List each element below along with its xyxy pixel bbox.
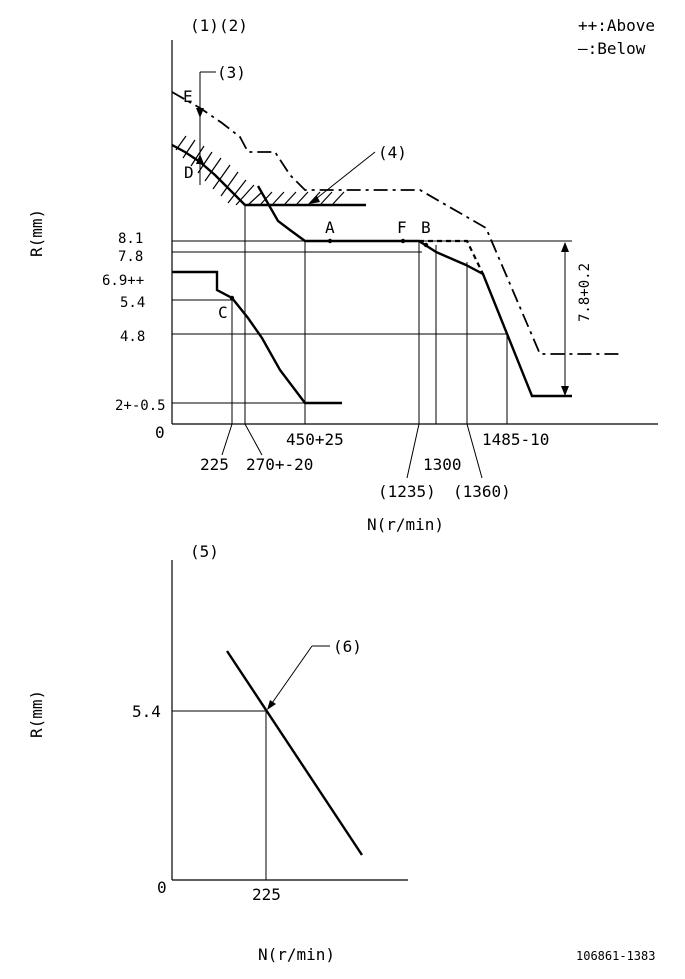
y-tick-6-9: 6.9++	[102, 273, 144, 289]
point-c-label: C	[218, 303, 228, 322]
bottom-characteristic-line	[225, 650, 364, 856]
x-tick-1360: (1360)	[453, 482, 511, 501]
point-b-label: B	[421, 218, 431, 237]
arrow-e-icon	[196, 108, 204, 118]
point-f-marker	[400, 238, 406, 244]
point-b-marker	[423, 242, 429, 248]
legend-above: ++:Above	[578, 16, 655, 35]
leader-225	[221, 423, 233, 456]
leader-270	[244, 423, 263, 456]
x-tick-1235: (1235)	[378, 482, 436, 501]
leader-1235	[406, 423, 420, 479]
leader-1360	[466, 423, 483, 479]
x-tick-225: 225	[200, 455, 229, 474]
ref-6-leader-diag	[269, 645, 313, 707]
point-a-label: A	[325, 218, 335, 237]
legend-below: —:Below	[578, 39, 646, 58]
y-tick-7-8: 7.8	[118, 249, 143, 265]
bottom-y-axis-label: R(mm)	[27, 690, 46, 738]
start-curve	[172, 270, 342, 405]
ref-4-leader	[311, 151, 376, 203]
point-c-marker	[229, 295, 235, 301]
top-y-axis-label: R(mm)	[27, 209, 46, 257]
bottom-x-axis-label: N(r/min)	[258, 945, 335, 964]
arrow-4-icon	[309, 196, 320, 204]
hatched-region	[175, 135, 345, 206]
drawing-number: 106861-1383	[576, 949, 655, 963]
arrow-d-icon	[196, 154, 204, 164]
y-tick-5-4: 5.4	[120, 295, 145, 311]
ref-1: (1)	[190, 16, 219, 35]
ref-5: (5)	[190, 542, 219, 561]
arrow-6-icon	[267, 700, 276, 710]
ref-6: (6)	[333, 637, 362, 656]
x-tick-1300: 1300	[423, 455, 462, 474]
bottom-y-tick-0: 0	[157, 878, 167, 897]
x-tick-270: 270+-20	[246, 455, 313, 474]
top-x-axis-label: N(r/min)	[367, 515, 444, 534]
y-tick-4-8: 4.8	[120, 329, 145, 345]
below-curve	[171, 91, 620, 355]
y-tick-8-1: 8.1	[118, 231, 143, 247]
x-tick-450: 450+25	[286, 430, 344, 449]
point-f-label: F	[397, 218, 407, 237]
x-tick-1485: 1485-10	[482, 430, 549, 449]
y-tick-0: 0	[155, 423, 165, 442]
ref-4: (4)	[378, 143, 407, 162]
hatched-boundary	[171, 143, 366, 207]
y-tick-2: 2+-0.5	[115, 398, 166, 414]
point-a-marker	[327, 238, 333, 244]
point-d-label: D	[184, 163, 194, 182]
ref-2: (2)	[219, 16, 248, 35]
bottom-y-tick-5-4: 5.4	[132, 702, 161, 721]
dim-arrow-bottom-icon	[561, 386, 569, 396]
ref-3: (3)	[217, 63, 246, 82]
upper-dashed-segment	[419, 239, 484, 275]
dim-arrow-top-icon	[561, 242, 569, 252]
dimension-label: 7.8+0.2	[577, 263, 593, 322]
point-e-label: E	[183, 87, 193, 106]
bottom-x-tick-225: 225	[252, 885, 281, 904]
